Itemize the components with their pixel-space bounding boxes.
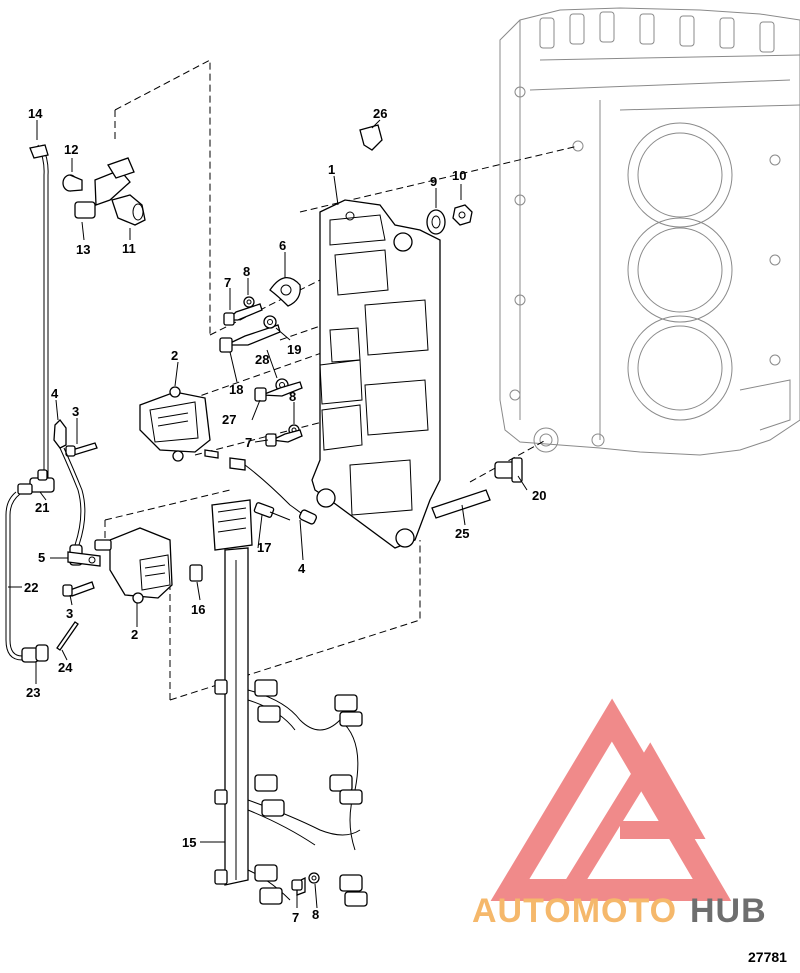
screw-3-upper [65, 442, 98, 457]
callout-15: 15 [182, 835, 196, 850]
ignition-mounting-plate [311, 199, 441, 549]
pin-24 [56, 621, 79, 651]
bolt-7-upper [223, 303, 263, 326]
fitting-20 [494, 457, 523, 483]
wire-harness [211, 499, 368, 907]
callout-12: 12 [64, 142, 78, 157]
hose [5, 491, 23, 661]
callout-18: 18 [229, 382, 243, 397]
callout-4-right: 4 [298, 561, 306, 576]
retainer-clip [269, 277, 301, 307]
callout-8-middle: 8 [289, 389, 296, 404]
callout-23: 23 [26, 685, 40, 700]
callout-19: 19 [287, 342, 301, 357]
cylinder-bores [627, 122, 733, 421]
ignition-coil-lower [94, 527, 173, 604]
callout-14: 14 [28, 106, 43, 121]
grommet [426, 209, 446, 235]
callout-8-lower: 8 [312, 907, 319, 922]
washer-19 [263, 315, 277, 329]
callout-10: 10 [452, 168, 466, 183]
ignition-coil-upper [139, 386, 219, 462]
callout-13: 13 [76, 242, 90, 257]
tube-25 [431, 489, 491, 519]
callout-28: 28 [255, 352, 269, 367]
callout-1: 1 [328, 162, 335, 177]
nut [452, 204, 473, 226]
callout-4-left: 4 [51, 386, 59, 401]
bolt-7-middle [265, 429, 303, 447]
logo-text-hub: HUB [690, 892, 767, 930]
callout-24: 24 [58, 660, 73, 675]
callout-16: 16 [191, 602, 205, 617]
logo-triangle-mark [490, 698, 732, 901]
temperature-sensor [253, 502, 291, 521]
callout-3-lower: 3 [66, 606, 73, 621]
engine-block-outline [499, 7, 800, 456]
washer-8-upper [243, 296, 255, 308]
callout-22: 22 [24, 580, 38, 595]
callout-8-upper: 8 [243, 264, 250, 279]
sensor-bracket [94, 157, 135, 206]
callout-25: 25 [455, 526, 469, 541]
callout-7-upper: 7 [224, 275, 231, 290]
callout-26: 26 [373, 106, 387, 121]
bolt-7-lower [291, 876, 306, 896]
callout-17: 17 [257, 540, 271, 555]
callout-27: 27 [222, 412, 236, 427]
callout-7-lower: 7 [292, 910, 299, 925]
washer-8-lower [308, 872, 320, 884]
fuel-line-14 [29, 144, 49, 480]
crank-position-sensor [111, 194, 146, 226]
callout-6: 6 [279, 238, 286, 253]
logo-text-auto: AUTOMOTO [472, 892, 677, 930]
callout-2-lower: 2 [131, 627, 138, 642]
temperature-sensor-lead [229, 457, 318, 525]
spark-plug-lead [53, 419, 86, 566]
callout-20: 20 [532, 488, 546, 503]
clip-26 [359, 124, 383, 151]
callout-11: 11 [122, 241, 136, 256]
connector-clip [189, 564, 203, 582]
bolt-18 [219, 324, 281, 353]
watermark-logo: AUTOMOTO HUB [472, 698, 767, 930]
clamp [67, 551, 101, 567]
callout-9: 9 [430, 174, 437, 189]
grommet-12 [62, 174, 83, 192]
callout-5: 5 [38, 550, 45, 565]
figure-number: 27781 [748, 949, 787, 965]
bolt-27 [254, 381, 303, 402]
hose-fitting [21, 644, 49, 663]
tee-fitting [17, 469, 55, 495]
screw-3-lower [62, 581, 95, 597]
callout-labels: 1 2 2 3 3 4 4 5 6 7 7 7 8 8 8 9 10 11 12… [24, 106, 546, 925]
callout-2-upper: 2 [171, 348, 178, 363]
callout-3-upper: 3 [72, 404, 79, 419]
sensor-plug-13 [74, 201, 96, 219]
leader-lines [8, 119, 528, 909]
callout-21: 21 [35, 500, 49, 515]
callout-7-middle: 7 [245, 435, 252, 450]
